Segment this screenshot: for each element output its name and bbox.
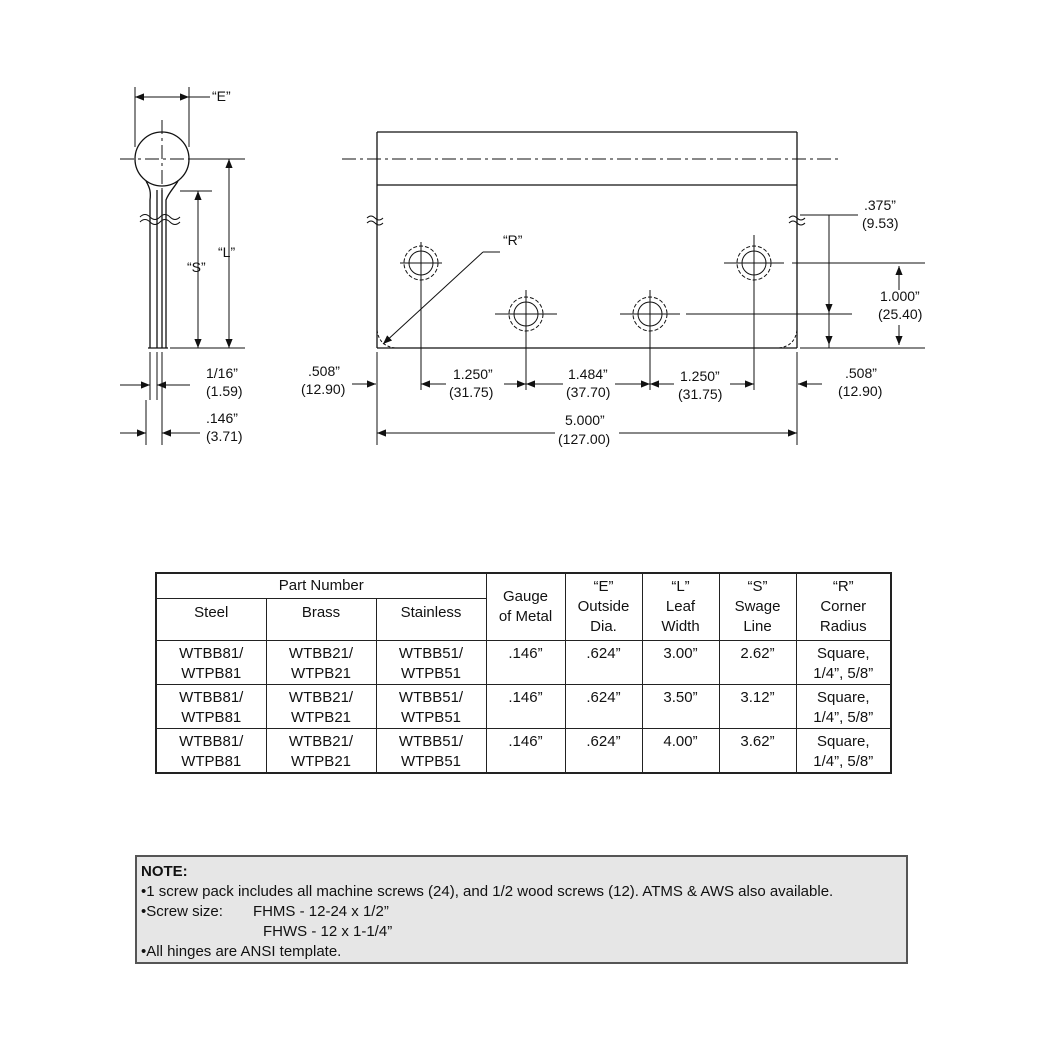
screw-hole: [620, 290, 680, 390]
stainless-cell: WTBB51/WTPB51: [375, 727, 487, 773]
screw-hole: [724, 235, 784, 390]
screw-hole: [400, 242, 442, 390]
l-cell: 4.00”: [641, 727, 720, 773]
front-view: “R” .375” (9.53) 1.000” (25.40) .508” (1…: [301, 131, 925, 447]
spacing-1-mm: (31.75): [449, 384, 493, 400]
edge-left-in: .508”: [308, 363, 340, 379]
e-cell: .624”: [564, 683, 643, 729]
screw-hole: [495, 290, 557, 390]
brass-header: Brass: [265, 597, 377, 641]
r-header: “R” Corner Radius: [795, 572, 892, 641]
part-number-header: Part Number: [155, 572, 487, 599]
hole-height-in: 1.000”: [880, 288, 920, 304]
stainless-cell: WTBB51/WTPB51: [375, 639, 487, 685]
edge-left-mm: (12.90): [301, 381, 345, 397]
note-title: NOTE:: [141, 863, 188, 880]
spacing-3-mm: (31.75): [678, 386, 722, 402]
thickness-mm: (1.59): [206, 383, 243, 399]
spacing-2-in: 1.484”: [568, 366, 608, 382]
hole-height-mm: (25.40): [878, 306, 922, 322]
gauge-in: .146”: [206, 410, 238, 426]
gauge-cell: .146”: [485, 727, 566, 773]
e-label: “E”: [212, 88, 231, 104]
gauge-cell: .146”: [485, 639, 566, 685]
e-cell: .624”: [564, 727, 643, 773]
e-cell: .624”: [564, 639, 643, 685]
screw-size-wood: FHWS - 12 x 1-1/4”: [263, 923, 393, 940]
length-mm: (127.00): [558, 431, 610, 447]
l-header: “L” Leaf Width: [641, 572, 720, 641]
brass-cell: WTBB21/WTPB21: [265, 683, 377, 729]
offset-top-mm: (9.53): [862, 215, 899, 231]
specification-table: Part Number Gauge of Metal “E” Outside D…: [155, 572, 892, 774]
steel-header: Steel: [155, 597, 267, 641]
table-row: WTBB81/WTPB81 WTBB21/WTPB21 WTBB51/WTPB5…: [155, 683, 892, 729]
steel-cell: WTBB81/WTPB81: [155, 683, 267, 729]
side-view: “E” “L” “S” 1/16” (1.59) .146” (3.71): [120, 87, 245, 445]
edge-right-in: .508”: [845, 365, 877, 381]
r-cell: Square,1/4”, 5/8”: [795, 639, 892, 685]
gauge-cell: .146”: [485, 683, 566, 729]
l-cell: 3.00”: [641, 639, 720, 685]
brass-cell: WTBB21/WTPB21: [265, 639, 377, 685]
e-header: “E” Outside Dia.: [564, 572, 643, 641]
steel-cell: WTBB81/WTPB81: [155, 727, 267, 773]
gauge-mm: (3.71): [206, 428, 243, 444]
note-line-screw-pack: •1 screw pack includes all machine screw…: [141, 883, 834, 900]
l-cell: 3.50”: [641, 683, 720, 729]
r-label: “R”: [503, 232, 523, 248]
note-box: NOTE: •1 screw pack includes all machine…: [135, 855, 908, 964]
s-header: “S” Swage Line: [718, 572, 797, 641]
brass-cell: WTBB21/WTPB21: [265, 727, 377, 773]
s-cell: 3.12”: [718, 683, 797, 729]
edge-right-mm: (12.90): [838, 383, 882, 399]
s-cell: 2.62”: [718, 639, 797, 685]
note-line-ansi: •All hinges are ANSI template.: [141, 943, 342, 960]
screw-size-machine: FHMS - 12-24 x 1/2”: [252, 903, 389, 920]
r-cell: Square,1/4”, 5/8”: [795, 727, 892, 773]
steel-cell: WTBB81/WTPB81: [155, 639, 267, 685]
gauge-header: Gauge of Metal: [485, 572, 566, 641]
table-row: WTBB81/WTPB81 WTBB21/WTPB21 WTBB51/WTPB5…: [155, 639, 892, 685]
r-cell: Square,1/4”, 5/8”: [795, 683, 892, 729]
screw-size-label: •Screw size:: [141, 903, 223, 920]
table-row: WTBB81/WTPB81 WTBB21/WTPB21 WTBB51/WTPB5…: [155, 727, 892, 773]
length-in: 5.000”: [565, 412, 605, 428]
spacing-1-in: 1.250”: [453, 366, 493, 382]
thickness-in: 1/16”: [206, 365, 238, 381]
offset-top-in: .375”: [864, 197, 896, 213]
hinge-drawing: “E” “L” “S” 1/16” (1.59) .146” (3.71): [120, 87, 925, 447]
spacing-2-mm: (37.70): [566, 384, 610, 400]
s-label: “S”: [187, 259, 206, 275]
stainless-header: Stainless: [375, 597, 487, 641]
spacing-3-in: 1.250”: [680, 368, 720, 384]
l-label: “L”: [218, 244, 235, 260]
s-cell: 3.62”: [718, 727, 797, 773]
stainless-cell: WTBB51/WTPB51: [375, 683, 487, 729]
note-line-screw-size: •Screw size: FHMS - 12-24 x 1/2”: [141, 902, 902, 922]
